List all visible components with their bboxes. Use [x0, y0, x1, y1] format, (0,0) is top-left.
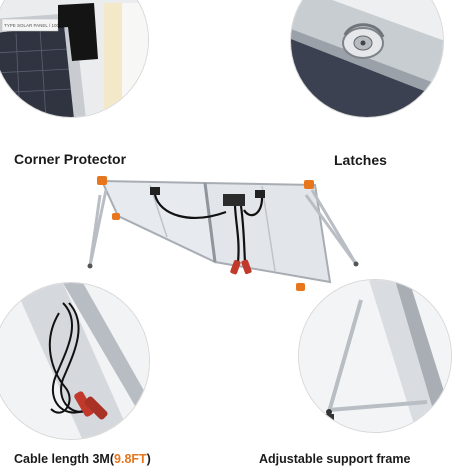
kickstand-legs: [88, 189, 358, 267]
alligator-clips: [230, 259, 252, 275]
cable-length-text: Cable length 3M: [14, 452, 110, 466]
latches-photo: [291, 0, 443, 117]
corner-protector-callout: TYPE SOLAR PANEL / 100W: [0, 0, 149, 118]
corner-protectors: [97, 176, 314, 291]
cable-paren-open: (: [109, 452, 115, 466]
solar-panel-back: [100, 179, 332, 284]
junction-boxes: [150, 187, 265, 206]
support-frame-photo: [299, 280, 451, 432]
cable-photo: [0, 283, 149, 439]
cable-length-feet-highlight: 9.8FT: [114, 452, 147, 466]
latches-label: Latches: [334, 152, 387, 168]
panel-sticker-text: TYPE SOLAR PANEL / 100W: [4, 23, 64, 28]
cable-length-label: Cable length 3M(9.8FT): [14, 452, 151, 466]
corner-protector-photo: TYPE SOLAR PANEL / 100W: [0, 0, 148, 117]
support-frame-label: Adjustable support frame: [259, 452, 411, 466]
corner-protector-label: Corner Protector: [14, 151, 127, 167]
latches-callout: [290, 0, 444, 118]
support-frame-callout: [298, 279, 452, 433]
cable-callout: [0, 282, 150, 440]
cable-paren-close: ): [146, 452, 151, 466]
panel-cables: [153, 194, 264, 263]
